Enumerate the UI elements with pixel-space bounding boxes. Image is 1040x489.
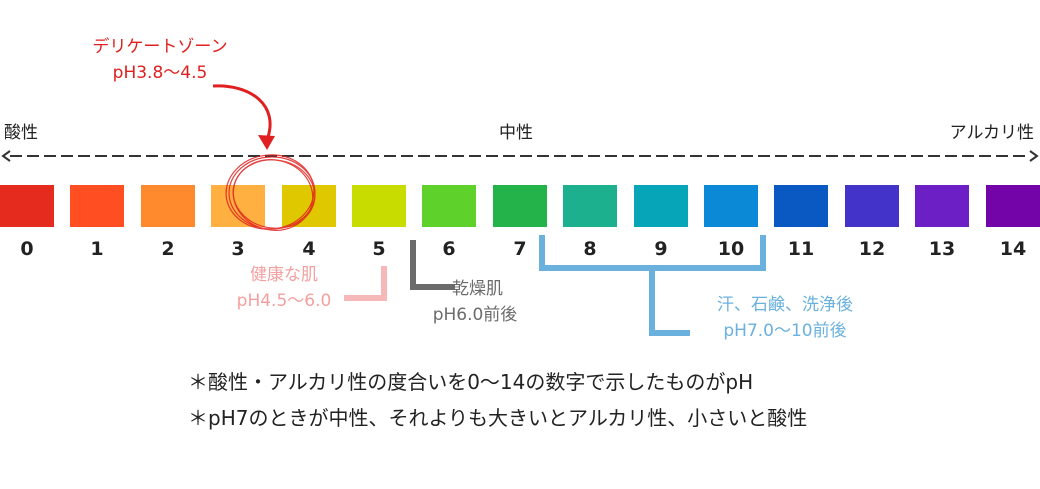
sweat-annotation: 汗、石鹸、洗浄後 pH7.0〜10前後 xyxy=(690,292,880,344)
ph-swatch-6 xyxy=(422,185,476,227)
ph-swatch-7 xyxy=(493,185,547,227)
ph-number-11: 11 xyxy=(787,238,815,260)
ph-number-3: 3 xyxy=(231,238,245,260)
ph-swatch-9 xyxy=(634,185,688,227)
ph-number-13: 13 xyxy=(928,238,956,260)
delicate-zone-title: デリケートゾーン xyxy=(92,37,228,57)
ph-swatch-4 xyxy=(282,185,336,227)
sweat-bracket xyxy=(539,235,766,336)
ph-swatch-2 xyxy=(141,185,195,227)
dry-skin-range: pH6.0前後 xyxy=(432,305,518,325)
ph-number-9: 9 xyxy=(654,238,668,260)
ph-swatch-12 xyxy=(845,185,899,227)
delicate-zone-range: pH3.8〜4.5 xyxy=(112,63,208,83)
healthy-skin-title: 健康な肌 xyxy=(250,265,318,285)
note-ph-definition: ＊酸性・アルカリ性の度合いを0〜14の数字で示したものがpH xyxy=(188,370,754,394)
healthy-skin-annotation: 健康な肌 pH4.5〜6.0 xyxy=(214,262,354,314)
healthy-skin-range: pH4.5〜6.0 xyxy=(236,291,332,311)
acidic-label: 酸性 xyxy=(4,123,38,143)
dry-skin-annotation: 乾燥肌 pH6.0前後 xyxy=(420,276,530,328)
sweat-title: 汗、石鹸、洗浄後 xyxy=(717,295,853,315)
ph-number-10: 10 xyxy=(717,238,745,260)
ph-number-5: 5 xyxy=(372,238,386,260)
ph-number-7: 7 xyxy=(513,238,527,260)
ph-swatch-10 xyxy=(704,185,758,227)
ph-swatch-14 xyxy=(986,185,1040,227)
sweat-range: pH7.0〜10前後 xyxy=(723,321,847,341)
delicate-zone-annotation: デリケートゾーン pH3.8〜4.5 xyxy=(70,34,250,86)
curved-arrow-icon xyxy=(212,84,275,150)
ph-swatch-1 xyxy=(70,185,124,227)
ph-swatch-0 xyxy=(0,185,54,227)
ph-swatch-5 xyxy=(352,185,406,227)
ph-number-2: 2 xyxy=(161,238,175,260)
healthy-skin-bracket xyxy=(344,266,387,301)
ph-swatch-11 xyxy=(774,185,828,227)
dry-skin-bracket xyxy=(410,240,455,290)
ph-number-1: 1 xyxy=(90,238,104,260)
ph-number-4: 4 xyxy=(302,238,316,260)
dry-skin-title: 乾燥肌 xyxy=(452,279,503,299)
ph-number-8: 8 xyxy=(583,238,597,260)
ph-swatch-8 xyxy=(563,185,617,227)
ph-number-0: 0 xyxy=(20,238,34,260)
note-neutral-explanation: ＊pH7のときが中性、それよりも大きいとアルカリ性、小さいと酸性 xyxy=(188,406,808,430)
delicate-zone-circle xyxy=(225,154,316,231)
scale-arrow xyxy=(1,150,1039,162)
ph-swatch-3 xyxy=(211,185,265,227)
ph-number-12: 12 xyxy=(858,238,886,260)
ph-number-6: 6 xyxy=(442,238,456,260)
neutral-label: 中性 xyxy=(499,123,533,143)
ph-swatch-13 xyxy=(915,185,969,227)
alkaline-label: アルカリ性 xyxy=(949,123,1034,143)
ph-number-14: 14 xyxy=(999,238,1027,260)
